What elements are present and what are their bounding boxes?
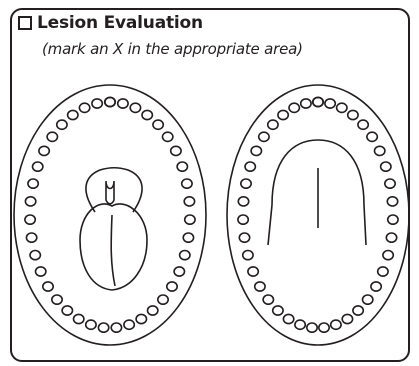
tooth: [167, 282, 177, 291]
tooth: [171, 146, 181, 155]
tooth: [33, 162, 43, 171]
lower-jaw-diagram[interactable]: [14, 85, 206, 345]
tooth: [342, 314, 352, 323]
upper-jaw-diagram[interactable]: [227, 85, 409, 345]
tooth: [30, 251, 40, 260]
tooth: [283, 314, 293, 323]
tooth: [136, 314, 146, 323]
tooth: [388, 215, 398, 224]
tooth: [79, 103, 89, 112]
tooth: [383, 251, 393, 260]
tooth: [28, 179, 38, 188]
tooth: [268, 120, 278, 129]
tooth: [386, 233, 396, 242]
tooth: [163, 132, 173, 141]
tooth: [25, 197, 35, 206]
lower-jaw-teeth: [25, 97, 195, 332]
tooth: [177, 162, 187, 171]
tooth: [239, 233, 249, 242]
tooth: [301, 99, 311, 108]
tongue-midline: [111, 215, 115, 286]
tooth: [325, 99, 335, 108]
tooth: [39, 146, 49, 155]
tooth: [98, 323, 108, 332]
tooth: [238, 197, 248, 206]
tooth: [367, 132, 377, 141]
tooth: [26, 233, 36, 242]
tooth: [251, 146, 261, 155]
tooth: [68, 110, 78, 119]
tooth: [307, 323, 317, 332]
tooth: [182, 179, 192, 188]
lower-jaw-outline: [14, 85, 206, 345]
tooth: [105, 97, 115, 106]
tooth: [243, 251, 253, 260]
tooth: [158, 295, 168, 304]
tooth: [245, 162, 255, 171]
lingual-frenum: [106, 181, 114, 204]
tooth: [174, 267, 184, 276]
tooth: [52, 295, 62, 304]
tooth: [74, 314, 84, 323]
tooth: [259, 132, 269, 141]
tooth: [148, 306, 158, 315]
tooth: [180, 251, 190, 260]
tooth: [183, 233, 193, 242]
tooth: [238, 215, 248, 224]
tooth: [86, 320, 96, 329]
tooth: [118, 99, 128, 108]
tooth: [371, 282, 381, 291]
tooth: [43, 282, 53, 291]
tooth: [385, 179, 395, 188]
tooth: [353, 306, 363, 315]
tooth: [62, 306, 72, 315]
tooth: [185, 215, 195, 224]
tooth: [289, 103, 299, 112]
tooth: [375, 146, 385, 155]
tooth: [92, 99, 102, 108]
tooth: [130, 103, 140, 112]
tooth: [111, 323, 121, 332]
tooth: [184, 197, 194, 206]
tooth: [278, 110, 288, 119]
tooth: [331, 320, 341, 329]
palate-outline: [268, 140, 366, 245]
tooth: [363, 295, 373, 304]
tooth: [387, 197, 397, 206]
tooth: [263, 295, 273, 304]
tooth: [358, 120, 368, 129]
tooth: [295, 320, 305, 329]
tooth: [248, 267, 258, 276]
tooth: [319, 323, 329, 332]
tooth: [25, 215, 35, 224]
tooth: [153, 120, 163, 129]
tooth: [381, 162, 391, 171]
tooth: [273, 306, 283, 315]
tooth: [337, 103, 347, 112]
tooth: [378, 267, 388, 276]
tooth: [241, 179, 251, 188]
tooth: [142, 110, 152, 119]
tooth: [255, 282, 265, 291]
tooth: [36, 267, 46, 276]
tooth: [47, 132, 57, 141]
tooth: [348, 110, 358, 119]
tooth: [57, 120, 67, 129]
tooth: [124, 320, 134, 329]
tooth: [313, 97, 323, 106]
